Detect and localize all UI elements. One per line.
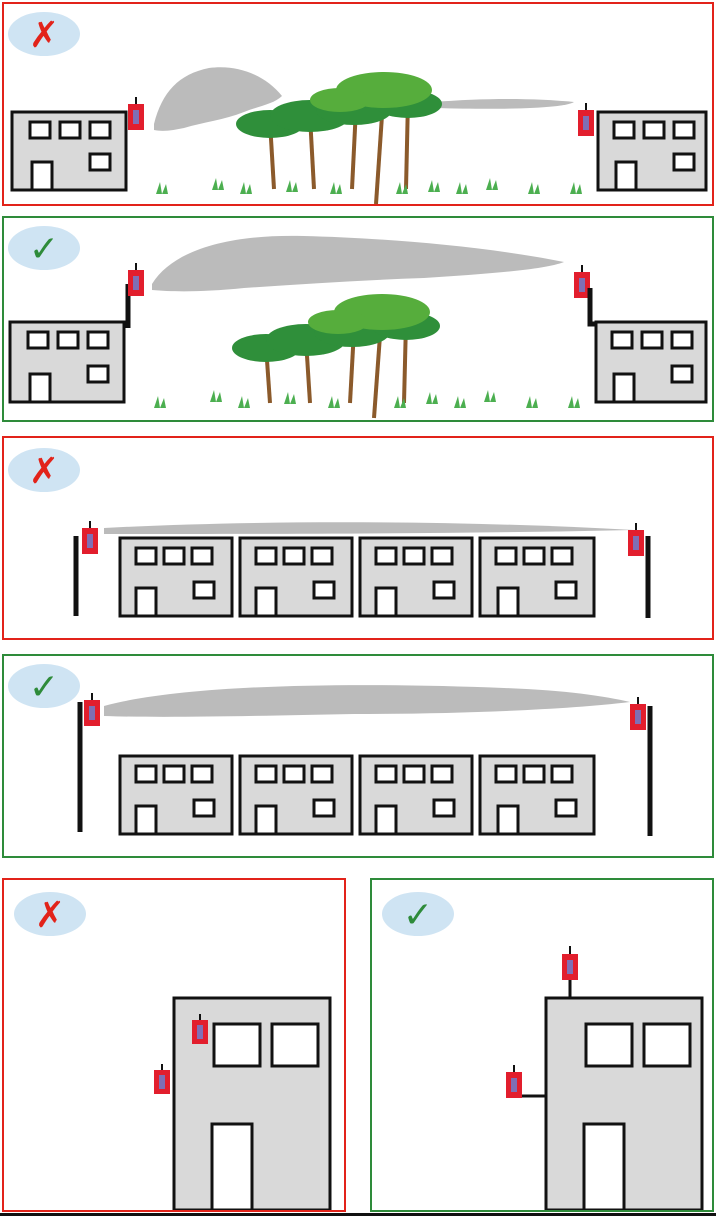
building-left — [12, 112, 126, 190]
antenna-unit-icon — [630, 697, 646, 730]
check-badge: ✓ — [8, 226, 80, 270]
building-right — [596, 322, 706, 402]
smoke-trail-right — [434, 99, 574, 109]
cross-badge: ✗ — [8, 448, 80, 492]
grass-row — [156, 178, 582, 194]
panel-trees-correct: ✓ — [2, 216, 714, 422]
grass-row — [154, 390, 580, 408]
cross-badge: ✗ — [14, 892, 86, 936]
antenna-unit-icon — [506, 1065, 522, 1098]
scene-single-extended-mounts: ✓ — [372, 880, 712, 1210]
building-row — [120, 756, 594, 834]
panel-row-correct: ✓ — [2, 654, 714, 858]
cross-mark-icon: ✗ — [29, 15, 59, 56]
panel-row-wrong: ✗ — [2, 436, 714, 640]
antenna-unit-icon — [128, 263, 144, 296]
smoke-plume — [104, 685, 630, 717]
tree-cluster — [232, 294, 440, 418]
check-mark-icon: ✓ — [29, 667, 59, 708]
bottom-rule — [0, 1213, 716, 1216]
panel-single-correct: ✓ — [370, 878, 714, 1212]
scene-trees-low-antennas: ✗ — [4, 4, 712, 204]
scene-trees-raised-antennas: ✓ — [4, 218, 712, 420]
building-single — [546, 998, 702, 1210]
antenna-unit-icon — [84, 693, 100, 726]
scene-row-short-masts: ✗ — [4, 438, 712, 638]
bracket-right — [590, 288, 600, 324]
check-mark-icon: ✓ — [29, 229, 59, 270]
building-left — [10, 322, 124, 402]
scene-row-tall-masts: ✓ — [4, 656, 712, 856]
smoke-plume-high — [152, 236, 564, 291]
antenna-unit-icon — [128, 97, 144, 130]
antenna-unit-icon — [628, 523, 644, 556]
building-row — [120, 538, 594, 616]
antenna-unit-icon — [578, 103, 594, 136]
check-badge: ✓ — [8, 664, 80, 708]
scene-single-wall-mounted: ✗ — [4, 880, 344, 1210]
check-mark-icon: ✓ — [403, 895, 433, 936]
cross-mark-icon: ✗ — [29, 451, 59, 492]
smoke-trail — [104, 522, 634, 534]
antenna-unit-icon — [154, 1064, 170, 1094]
cross-badge: ✗ — [8, 12, 80, 56]
cross-mark-icon: ✗ — [35, 895, 65, 936]
panel-trees-wrong: ✗ — [2, 2, 714, 206]
check-badge: ✓ — [382, 892, 454, 936]
panel-single-wrong: ✗ — [2, 878, 346, 1212]
building-right — [598, 112, 706, 190]
antenna-unit-icon — [82, 521, 98, 554]
antenna-unit-icon — [562, 946, 578, 980]
